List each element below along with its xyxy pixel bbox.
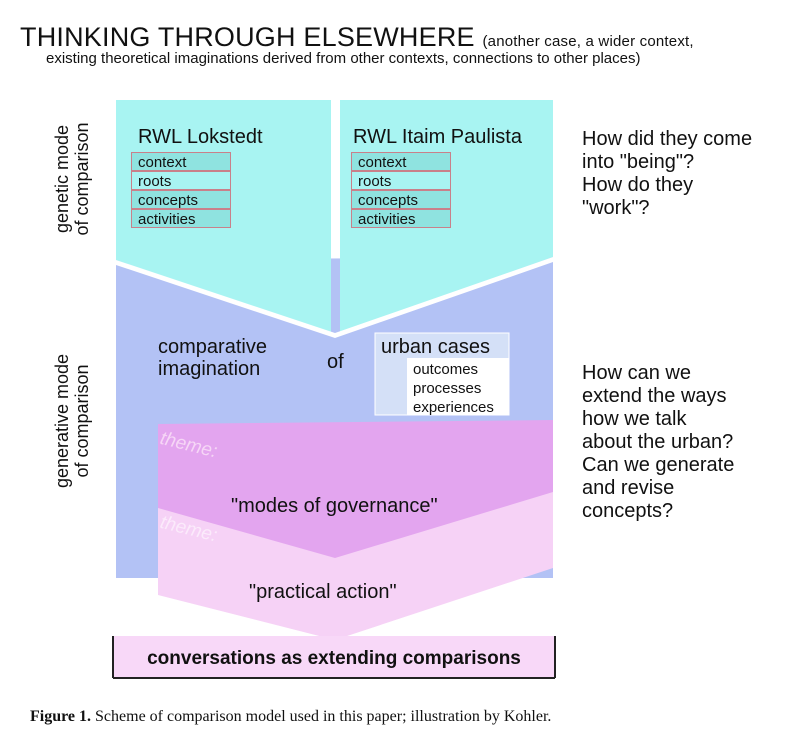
question-line: and revise bbox=[582, 477, 675, 499]
urban-cases-title: urban cases bbox=[381, 336, 490, 358]
genetic-questions: How did they come into "being"? How do t… bbox=[582, 128, 752, 220]
question-line: into "being"? bbox=[582, 151, 695, 173]
list-item: processes bbox=[413, 380, 482, 397]
comparative-line1: comparative bbox=[158, 336, 267, 358]
list-item: experiences bbox=[413, 399, 494, 416]
question-line: extend the ways bbox=[582, 385, 727, 407]
list-item: context bbox=[131, 152, 231, 171]
list-item: context bbox=[351, 152, 451, 171]
list-item: roots bbox=[131, 171, 231, 190]
genetic-label-line2: of comparison bbox=[72, 122, 92, 236]
list-item: concepts bbox=[351, 190, 451, 209]
figure-caption: Figure 1. Scheme of comparison model use… bbox=[30, 708, 551, 726]
case-itaim-list: context roots concepts activities bbox=[351, 152, 451, 228]
title-main: THINKING THROUGH ELSEWHERE bbox=[20, 22, 475, 52]
question-line: How did they come bbox=[582, 128, 753, 150]
generative-mode-label: generative mode of comparison bbox=[52, 327, 96, 515]
question-line: about the urban? bbox=[582, 431, 734, 453]
comparative-imagination-text: comparative imagination bbox=[158, 336, 267, 380]
generative-questions: How can we extend the ways how we talk a… bbox=[582, 362, 734, 523]
question-line: Can we generate bbox=[582, 454, 735, 476]
comparative-line2: imagination bbox=[158, 358, 261, 380]
bottom-box-shape bbox=[113, 636, 555, 678]
title-subtitle-part1: (another case, a wider context, bbox=[482, 33, 694, 50]
list-item: concepts bbox=[131, 190, 231, 209]
of-text: of bbox=[327, 351, 344, 373]
caption-text: Scheme of comparison model used in this … bbox=[91, 708, 552, 725]
theme-governance-shape bbox=[158, 420, 553, 565]
bottom-box-label: conversations as extending comparisons bbox=[147, 648, 521, 669]
list-item: activities bbox=[131, 209, 231, 228]
list-item: activities bbox=[351, 209, 451, 228]
generative-label-line2: of comparison bbox=[72, 364, 92, 478]
theme-governance-label: "modes of governance" bbox=[231, 495, 438, 517]
question-line: concepts? bbox=[582, 500, 674, 522]
case-lokstedt-title: RWL Lokstedt bbox=[138, 126, 263, 148]
case-lokstedt-list: context roots concepts activities bbox=[131, 152, 231, 228]
theme-practical-label: "practical action" bbox=[249, 581, 397, 603]
urban-cases-list: outcomes processes experiences bbox=[407, 360, 509, 417]
list-item: outcomes bbox=[413, 361, 479, 378]
question-line: How can we bbox=[582, 362, 691, 384]
case-itaim-title: RWL Itaim Paulista bbox=[353, 126, 522, 148]
list-item: roots bbox=[351, 171, 451, 190]
theme-practical-shape bbox=[158, 492, 553, 640]
question-line: "work"? bbox=[582, 197, 650, 219]
question-line: How do they bbox=[582, 174, 694, 196]
genetic-mode-label: genetic mode of comparison bbox=[52, 109, 96, 249]
diagram-title: THINKING THROUGH ELSEWHERE (another case… bbox=[20, 22, 694, 53]
title-subtitle-part2: existing theoretical imaginations derive… bbox=[46, 50, 641, 67]
generative-label-line1: generative mode bbox=[52, 353, 72, 489]
question-line: how we talk bbox=[582, 408, 687, 430]
urban-cases-items-bg bbox=[407, 358, 509, 415]
caption-label: Figure 1. bbox=[30, 708, 92, 725]
genetic-label-line1: genetic mode bbox=[52, 124, 72, 234]
